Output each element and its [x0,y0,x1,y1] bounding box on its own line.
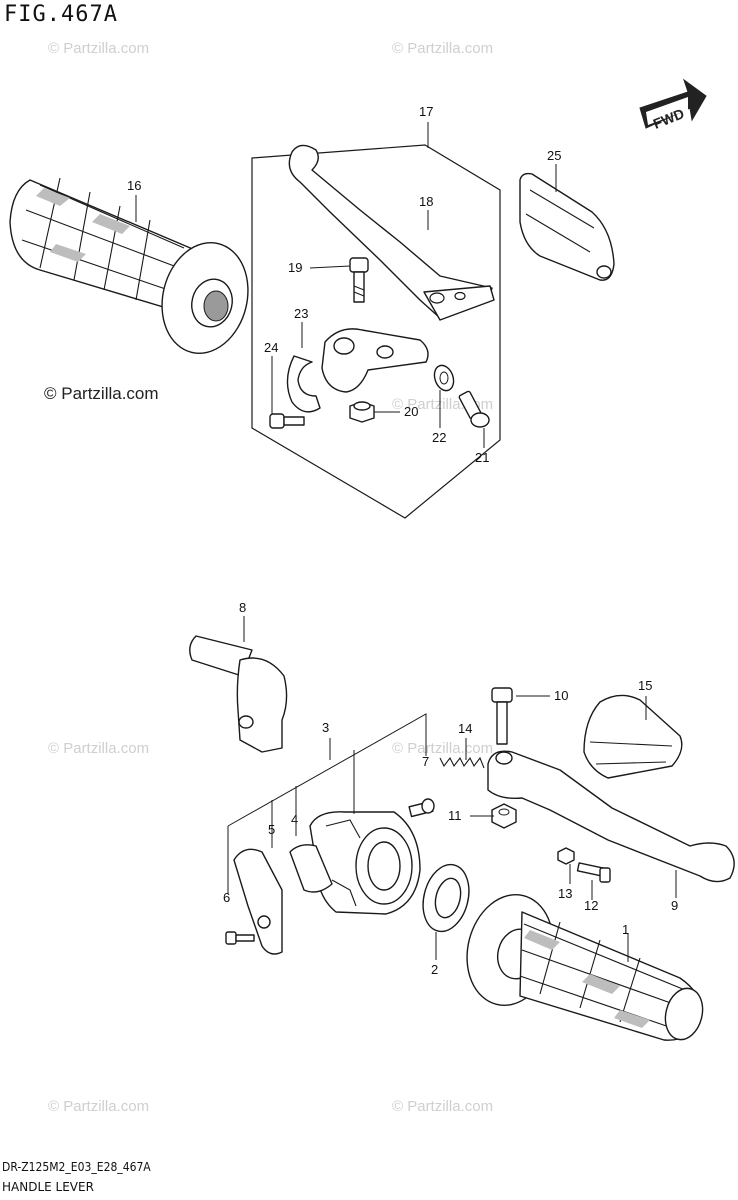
callout-13: 13 [558,886,572,901]
callout-1: 1 [622,922,629,937]
callout-17: 17 [419,104,433,119]
callout-9: 9 [671,898,678,913]
part-10-bolt [491,687,513,745]
callout-21: 21 [475,450,489,465]
part-8-throttle-tube [189,635,288,753]
watermark: © Partzilla.com [392,740,494,757]
callout-23: 23 [294,306,308,321]
callout-12: 12 [584,898,598,913]
watermark: © Partzilla.com [392,1098,494,1115]
callout-15: 15 [638,678,652,693]
part-23-perch [321,328,429,393]
part-2-gasket [422,863,470,933]
callout-14: 14 [458,721,472,736]
part-24-clamp [269,355,321,429]
footer-code: DR-Z125M2_E03_E28_467A [2,1160,151,1174]
watermark: © Partzilla.com [48,1098,150,1115]
callout-11: 11 [448,808,462,823]
callout-labels: 1 2 3 4 5 6 7 8 9 10 11 12 13 14 15 16 1… [127,104,678,977]
callout-4: 4 [291,812,298,827]
footer-name: HANDLE LEVER [2,1180,94,1194]
part-11-nut [491,803,517,829]
callout-24: 24 [264,340,278,355]
callout-10: 10 [554,688,568,703]
callout-2: 2 [431,962,438,977]
assembly-box [251,144,501,519]
part-21-screw [458,390,490,428]
part-1-grip [466,894,704,1041]
part-14-spring [439,756,485,769]
part-15-cover [583,694,683,779]
watermark: © Partzilla.com [48,740,150,757]
part-25-cover [519,172,615,281]
watermark: © Partzilla.com [48,40,150,57]
callout-5: 5 [268,822,275,837]
part-3-housing [309,811,421,915]
callout-18: 18 [419,194,433,209]
watermark: © Partzilla.com [392,40,494,57]
callout-3: 3 [322,720,329,735]
part-19-bolt [349,257,369,303]
part-22-washer [433,364,455,392]
part-17-lever [288,144,495,321]
figure-title: FIG.467A [4,2,118,27]
part-20-nut [349,401,375,423]
callout-25: 25 [547,148,561,163]
part-5-plate [233,848,283,955]
part-7-screw [408,798,435,818]
callout-20: 20 [404,404,418,419]
callout-8: 8 [239,600,246,615]
part-12-screw [576,862,611,883]
part-6-screw [225,931,255,945]
part-16-grip [9,177,249,354]
watermark-dark: © Partzilla.com [44,384,159,403]
callout-22: 22 [432,430,446,445]
part-13-nut [557,847,575,865]
part-9-lever [487,750,735,883]
fwd-arrow-icon: FWD [639,78,707,132]
callout-16: 16 [127,178,141,193]
leader-lines [135,122,677,962]
callout-6: 6 [223,890,230,905]
callout-7: 7 [422,754,429,769]
callout-19: 19 [288,260,302,275]
group-bracket-lines [227,713,427,894]
part-4-collar [289,844,333,893]
